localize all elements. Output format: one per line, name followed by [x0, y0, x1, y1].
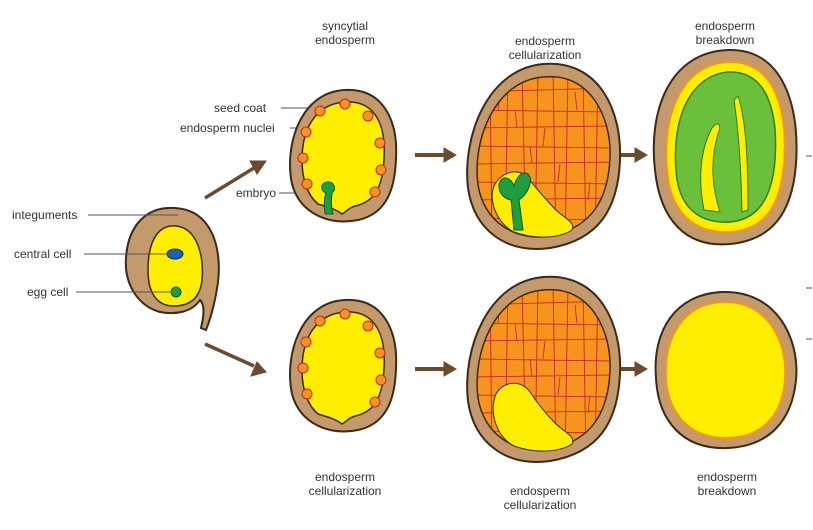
arrows: [204, 147, 648, 377]
top-stage-1-seed: [289, 88, 398, 223]
title-line: breakdown: [695, 33, 755, 47]
endosperm-nucleus: [369, 186, 381, 198]
cotyledons: [674, 71, 777, 223]
bottom-stage-3-title: endosperm breakdown: [672, 470, 782, 498]
endosperm-nuclei-label: endosperm nuclei: [180, 121, 275, 135]
arrow-top-1-to-2: [415, 147, 457, 163]
endosperm-nucleus: [375, 164, 387, 176]
title-line: cellularization: [508, 48, 582, 62]
endosperm-nuclei-group: [297, 98, 387, 198]
top-stage-1-title: syncytial endosperm: [300, 19, 390, 47]
bottom-stage-1-title: endosperm cellularization: [290, 470, 400, 498]
endosperm-nucleus: [314, 315, 326, 327]
title-line: endosperm: [509, 484, 571, 498]
egg-cell: [170, 286, 182, 298]
title-line: endosperm: [314, 470, 376, 484]
title-line: endosperm: [314, 33, 376, 47]
central-cell-nucleus: [166, 248, 184, 260]
title-line: cellularization: [503, 498, 577, 512]
top-stage-2-seed: [466, 62, 622, 250]
embryo-axis: [700, 123, 721, 213]
top-stage-2-title: endosperm cellularization: [495, 34, 595, 62]
endosperm-nucleus: [300, 336, 312, 348]
endosperm-nucleus: [301, 388, 313, 400]
seed-coat-label: seed coat: [214, 101, 267, 115]
arrow-bottom-1-to-2: [415, 361, 457, 377]
persistent-endosperm: [664, 300, 787, 440]
bottom-stage-3-seed: [654, 290, 798, 450]
embryo: [321, 181, 335, 215]
endosperm-nucleus: [297, 152, 309, 164]
top-stage-3-seed: [652, 48, 798, 246]
endosperm-nucleus: [375, 374, 387, 386]
endosperm-nucleus: [300, 126, 312, 138]
arrow-ovule-to-top: [204, 160, 267, 200]
endosperm-nucleus: [297, 362, 309, 374]
endosperm-nuclei-group: [297, 308, 387, 408]
ovule: [124, 206, 220, 332]
endosperm-nucleus: [339, 98, 351, 110]
title-line: endosperm: [694, 19, 756, 33]
bottom-stage-1-seed: [289, 298, 398, 433]
egg-cell-label: egg cell: [27, 285, 69, 299]
bottom-stage-2-seed: [466, 275, 622, 463]
endosperm-nucleus: [301, 178, 313, 190]
title-line: syncytial: [321, 19, 368, 33]
endosperm-nucleus: [374, 347, 386, 359]
bottom-stage-2-title: endosperm cellularization: [485, 484, 595, 512]
endosperm-nucleus: [314, 105, 326, 117]
endosperm-nucleus: [362, 320, 374, 332]
edge-marks: [806, 155, 812, 340]
embryo-label: embryo: [236, 186, 277, 200]
title-line: endosperm: [514, 34, 576, 48]
endosperm-nucleus: [339, 308, 351, 320]
embryo: [498, 172, 531, 231]
central-cell-label: central cell: [14, 247, 72, 261]
top-stage-3-title: endosperm breakdown: [675, 19, 775, 47]
title-line: cellularization: [308, 484, 382, 498]
endosperm-nucleus: [374, 137, 386, 149]
cotyledon-gap: [733, 95, 749, 213]
ovule-embryo-sac: [147, 225, 204, 307]
title-line: breakdown: [697, 484, 757, 498]
arrow-ovule-to-bottom: [204, 342, 267, 377]
endosperm-nucleus: [362, 110, 374, 122]
endosperm-pocket: [492, 382, 574, 452]
integuments-label: integuments: [12, 208, 78, 222]
endosperm-nucleus: [369, 396, 381, 408]
title-line: endosperm: [696, 470, 758, 484]
